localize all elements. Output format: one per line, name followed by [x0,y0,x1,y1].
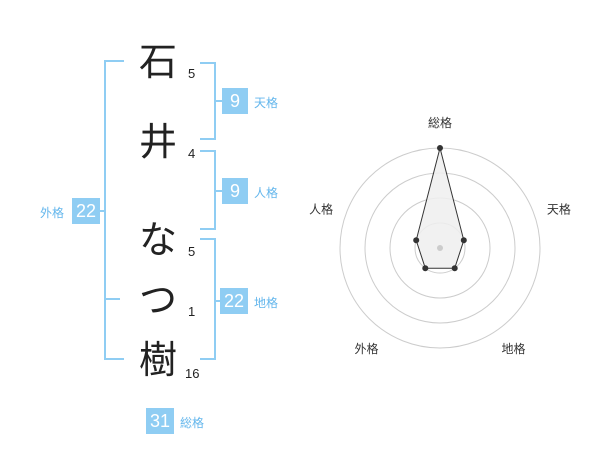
jinkaku-bracket-connector [216,190,222,192]
chikaku-bracket-connector [216,300,222,302]
gaikaku-label: 外格 [40,206,65,220]
chikaku-bracket [200,238,216,360]
name-char-3: な [138,218,177,262]
jinkaku-bracket [200,150,216,230]
tenkaku-bracket-connector [216,100,222,102]
name-char-5: 樹 [138,338,177,382]
jinkaku-value-box: 9 [222,178,248,204]
name-char-2: 井 [138,120,177,164]
radar-axis-label-2: 天格 [547,201,571,216]
gaikaku-value-box: 22 [72,198,100,224]
radar-point-4 [422,265,429,272]
gaikaku-bracket-middle-tick [104,298,120,300]
gaikaku-bracket [104,60,124,360]
radar-point-2 [460,237,467,244]
tenkaku-label: 天格 [254,96,279,110]
radar-axis-label-1: 総格 [428,115,452,130]
stroke-count-3: 5 [188,244,196,259]
radar-axis-label-5: 人格 [309,201,333,216]
radar-point-3 [451,265,458,272]
radar-point-5 [413,237,420,244]
stroke-count-2: 4 [188,146,196,161]
radar-center-dot [437,245,443,251]
radar-axis-label-3: 地格 [501,341,525,356]
tenkaku-value-box: 9 [222,88,248,114]
stroke-count-4: 1 [188,304,196,319]
jinkaku-label: 人格 [254,186,279,200]
radar-axis-label-4: 外格 [354,341,378,356]
soukaku-value-box: 31 [146,408,174,434]
chikaku-value-box: 22 [220,288,248,314]
tenkaku-bracket [200,62,216,140]
stroke-count-5: 16 [185,366,200,381]
name-char-4: つ [138,278,177,322]
radar-point-1 [437,145,443,151]
soukaku-label: 総格 [180,416,205,430]
chikaku-label: 地格 [254,296,279,310]
radar-polygon [415,147,465,269]
name-char-1: 石 [138,40,177,84]
stroke-count-1: 5 [188,66,196,81]
